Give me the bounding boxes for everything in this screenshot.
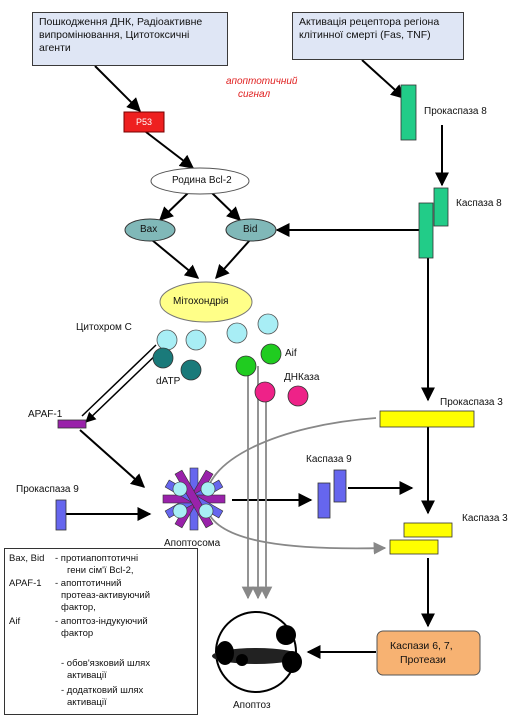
caspase3-label: Каспаза 3 [462, 513, 508, 524]
legend-bax-desc1: - протиапоптотичні [55, 553, 139, 564]
bid-label: Bid [243, 224, 258, 235]
apaf1-label: APAF-1 [28, 409, 63, 420]
dna-damage-text: Пошкодження ДНК, Радіоактивне випромінюв… [39, 16, 203, 54]
bcl2-node [150, 167, 250, 195]
caspase8-label: Каспаза 8 [456, 198, 502, 209]
legend-extra-desc1: - додатковий шлях [61, 685, 144, 696]
caspase3-node [389, 522, 453, 555]
mitochondria-label: Мітохондрія [173, 296, 229, 307]
legend-box: Bax, Bid - протиапоптотичні гени сім'ї B… [4, 548, 198, 715]
legend-main-desc2: активації [67, 670, 107, 681]
apoptotic-signal-line1: апоптотичний [226, 76, 298, 87]
apoptosis-cell [212, 611, 302, 693]
legend-main-desc1: - обов'язковий шлях [61, 658, 151, 669]
aif-label: Aif [285, 348, 297, 359]
arrow-p53-bcl2 [145, 131, 195, 169]
procaspase9-label: Прокаспаза 9 [16, 484, 79, 495]
apoptosis-label: Апоптоз [233, 700, 271, 711]
p53-label: P53 [136, 117, 153, 127]
dnase-label: ДНКаза [284, 372, 320, 383]
arrow-receptor-procasp8 [361, 59, 406, 99]
legend-aif-key: Aif [9, 616, 21, 627]
legend-apaf-desc2: протеаз-активуючий [61, 590, 150, 601]
legend-aif-desc2: фактор [61, 628, 94, 639]
legend-extra-desc2: активації [67, 697, 107, 708]
procaspase8-label: Прокаспаза 8 [424, 106, 487, 117]
caspase67-node [376, 630, 481, 676]
p53-node [123, 111, 165, 133]
death-receptor-box: Активація рецептора регіона клітинної см… [292, 12, 464, 60]
dnase-molecules [254, 381, 309, 407]
arrow-bax-mito [151, 239, 200, 279]
apoptosome-node [162, 467, 226, 531]
legend-bax-key: Bax, Bid [9, 553, 45, 564]
legend-apaf-desc3: фактор, [61, 602, 96, 613]
extra-arrows [204, 366, 387, 600]
caspase9-label: Каспаза 9 [306, 454, 352, 465]
caspase9-node [317, 469, 347, 519]
legend-bax-desc2: гени сім'ї Bcl-2, [67, 565, 134, 576]
death-receptor-text: Активація рецептора регіона клітинної см… [299, 16, 440, 41]
arrow-bid-mito [215, 239, 251, 280]
arrow-bcl2-bax [158, 192, 189, 221]
arrow-damage-p53 [94, 65, 141, 112]
bax-label: Bax [140, 224, 158, 235]
procaspase8-node [400, 84, 417, 141]
legend-aif-desc1: - апоптоз-індукуючий [55, 616, 148, 627]
apoptosome-label: Апоптосома [164, 538, 221, 549]
datp-molecules [152, 347, 202, 381]
cytc-apaf-arrow [81, 344, 163, 423]
mitochondria-node [159, 281, 253, 323]
bcl2-label: Родина Bcl-2 [172, 175, 232, 186]
aif-molecules [235, 343, 282, 377]
apoptotic-signal-line2: сигнал [238, 89, 271, 100]
legend-apaf-key: APAF-1 [9, 578, 42, 589]
procaspase9-node [55, 499, 67, 531]
legend-apaf-desc1: - апоптотичний [55, 578, 122, 589]
main-arrows [66, 59, 449, 659]
bid-node [225, 218, 277, 242]
apaf1-node [57, 419, 87, 429]
datp-label: dATP [156, 376, 181, 387]
arrow-procasp3-casp3-extra [204, 417, 387, 555]
arrow-bcl2-bid [211, 192, 242, 221]
caspase67-label-line1: Каспази 6, 7, [390, 640, 453, 652]
procaspase3-label: Прокаспаза 3 [440, 397, 503, 408]
caspase8-node [418, 187, 449, 259]
procaspase3-node [379, 410, 475, 428]
arrow-apaf-apoptosome [79, 429, 146, 488]
dna-damage-box: Пошкодження ДНК, Радіоактивне випромінюв… [32, 12, 228, 66]
bax-node [124, 218, 176, 242]
caspase67-label-line2: Протеази [400, 654, 446, 666]
cytochrome-c-label: Цитохром С [76, 322, 132, 333]
cytochrome-c-molecules [156, 313, 279, 351]
